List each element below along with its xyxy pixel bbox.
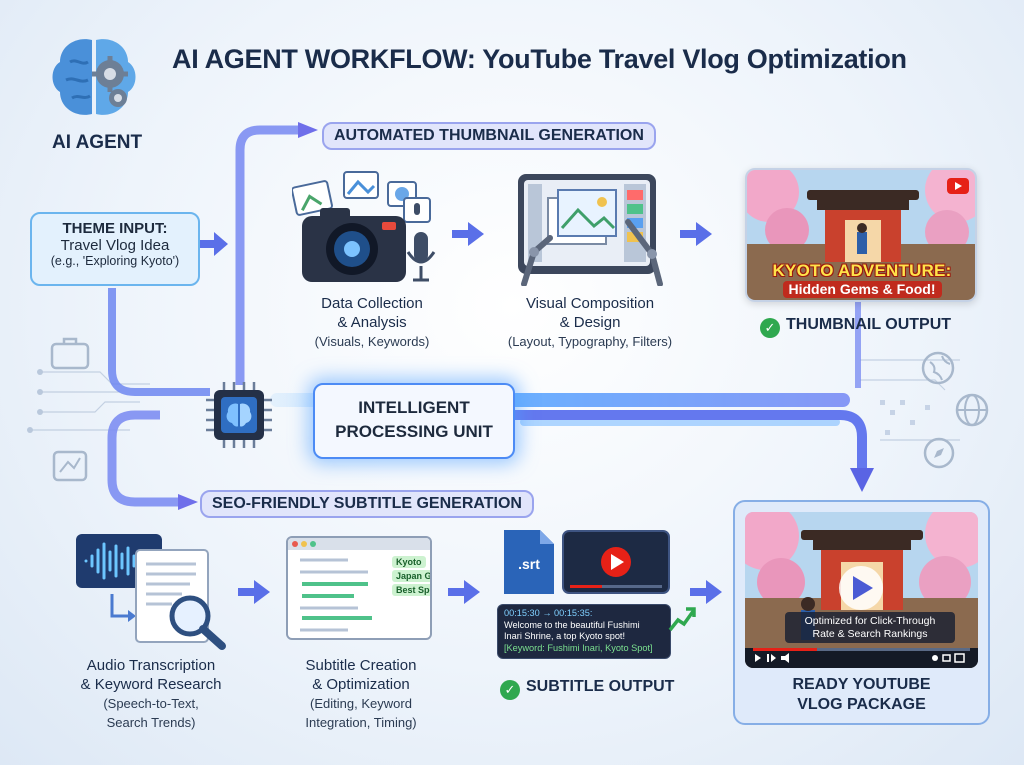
theme-input-line1: Travel Vlog Idea [60, 237, 170, 254]
camera-icon [292, 171, 436, 282]
package-video-preview: Optimized for Click-Through Rate & Searc… [745, 512, 978, 668]
thumbnail-banner-line2: Hidden Gems & Food! [782, 281, 942, 298]
subtitle-step2-title2: & Optimization [312, 676, 410, 693]
package-caption: Optimized for Click-Through Rate & Searc… [785, 612, 955, 643]
thumbnail-banner-line1: KYOTO ADVENTURE: [772, 261, 952, 280]
subtitle-output-text: SUBTITLE OUTPUT [526, 678, 675, 695]
thumbnail-output-text: THUMBNAIL OUTPUT [786, 316, 952, 333]
audio-document-icon [76, 534, 226, 650]
keyword-tag: Japan Guide [392, 570, 430, 582]
subtitle-step1-title2: & Keyword Research [80, 676, 222, 693]
subtitle-timestamp: 00:15:30 → 00:15:35: [504, 608, 593, 618]
brain-gears-icon [52, 39, 136, 115]
thumbnail-step2-title2: & Design [559, 314, 621, 331]
ready-package-label1: READY YOUTUBE [792, 676, 931, 693]
check-icon: ✓ [500, 680, 520, 700]
design-monitor-icon [518, 174, 663, 286]
subtitle-step2-detail1: (Editing, Keyword [310, 696, 412, 711]
thumbnail-step1-title: Data Collection [321, 295, 423, 312]
editor-window-icon: Kyoto Japan Guide Best Spots [286, 536, 432, 640]
thumbnail-output-label: ✓ THUMBNAIL OUTPUT [760, 316, 951, 338]
map-icon [52, 450, 88, 482]
subtitle-step1-title: Audio Transcription [86, 657, 216, 674]
subtitle-keywords: [Keyword: Fushimi Inari, Kyoto Spot] [504, 642, 653, 653]
thumbnail-step2-caption: Visual Composition & Design (Layout, Typ… [486, 294, 694, 351]
keyword-tag: Best Spots [392, 584, 430, 596]
theme-input-line2: (e.g., 'Exploring Kyoto') [50, 254, 180, 268]
subtitle-sample-card: 00:15:30 → 00:15:35: Welcome to the beau… [497, 604, 671, 659]
srt-label: .srt [518, 556, 540, 572]
editor-lines [300, 558, 372, 632]
subtitle-text-line2: Inari Shrine, a top Kyoto spot! [504, 631, 626, 641]
theme-input-box: THEME INPUT: Travel Vlog Idea (e.g., 'Ex… [30, 212, 200, 286]
editor-titlebar [288, 538, 430, 550]
page-title: AI AGENT WORKFLOW: YouTube Travel Vlog O… [172, 44, 907, 74]
thumbnail-track-header: AUTOMATED THUMBNAIL GENERATION [322, 122, 656, 150]
ready-package-label: READY YOUTUBE VLOG PACKAGE [733, 675, 990, 715]
cpu-chip-icon [206, 382, 272, 448]
processing-unit-box: INTELLIGENT PROCESSING UNIT [313, 383, 515, 459]
ready-package-box: Optimized for Click-Through Rate & Searc… [733, 500, 990, 725]
subtitle-step2-title: Subtitle Creation [305, 657, 417, 674]
ready-package-label2: VLOG PACKAGE [797, 696, 926, 713]
subtitle-step2-caption: Subtitle Creation & Optimization (Editin… [268, 656, 454, 732]
keyword-tag: Kyoto [392, 556, 426, 568]
package-caption-line2: Rate & Search Rankings [812, 627, 928, 640]
theme-input-title: THEME INPUT: [62, 220, 168, 237]
subtitle-step1-detail1: (Speech-to-Text, [103, 696, 199, 711]
thumbnail-step1-detail: (Visuals, Keywords) [314, 334, 430, 349]
thumbnail-step1-title2: & Analysis [337, 314, 407, 331]
srt-file-icon [504, 530, 554, 594]
thumbnail-step1-caption: Data Collection & Analysis (Visuals, Key… [292, 294, 452, 351]
check-icon: ✓ [760, 318, 780, 338]
processing-unit-line1: INTELLIGENT [358, 398, 470, 417]
subtitle-track-header: SEO-FRIENDLY SUBTITLE GENERATION [200, 490, 534, 518]
package-video-image [745, 512, 978, 668]
thumbnail-step2-title: Visual Composition [525, 295, 655, 312]
agent-label: AI AGENT [52, 132, 143, 153]
globe-icon [921, 351, 955, 385]
web-globe-icon [955, 393, 989, 427]
processing-unit-line2: PROCESSING UNIT [335, 422, 493, 441]
suitcase-icon [50, 337, 90, 370]
package-caption-line1: Optimized for Click-Through [804, 615, 936, 627]
subtitle-text-line1: Welcome to the beautiful Fushimi [504, 619, 640, 630]
subtitle-step2-detail2: Integration, Timing) [305, 715, 417, 730]
youtube-logo-icon [947, 178, 969, 194]
thumbnail-output-image: KYOTO ADVENTURE: Hidden Gems & Food! [745, 168, 977, 302]
thumbnail-banner: KYOTO ADVENTURE: Hidden Gems & Food! [755, 262, 969, 298]
subtitle-output-label: ✓ SUBTITLE OUTPUT [500, 678, 674, 700]
video-player-icon [562, 530, 670, 594]
subtitle-step1-caption: Audio Transcription & Keyword Research (… [58, 656, 244, 732]
thumbnail-step2-detail: (Layout, Typography, Filters) [507, 334, 673, 349]
compass-icon [923, 437, 955, 469]
subtitle-step1-detail2: Search Trends) [106, 715, 196, 730]
trend-up-icon [668, 607, 696, 632]
